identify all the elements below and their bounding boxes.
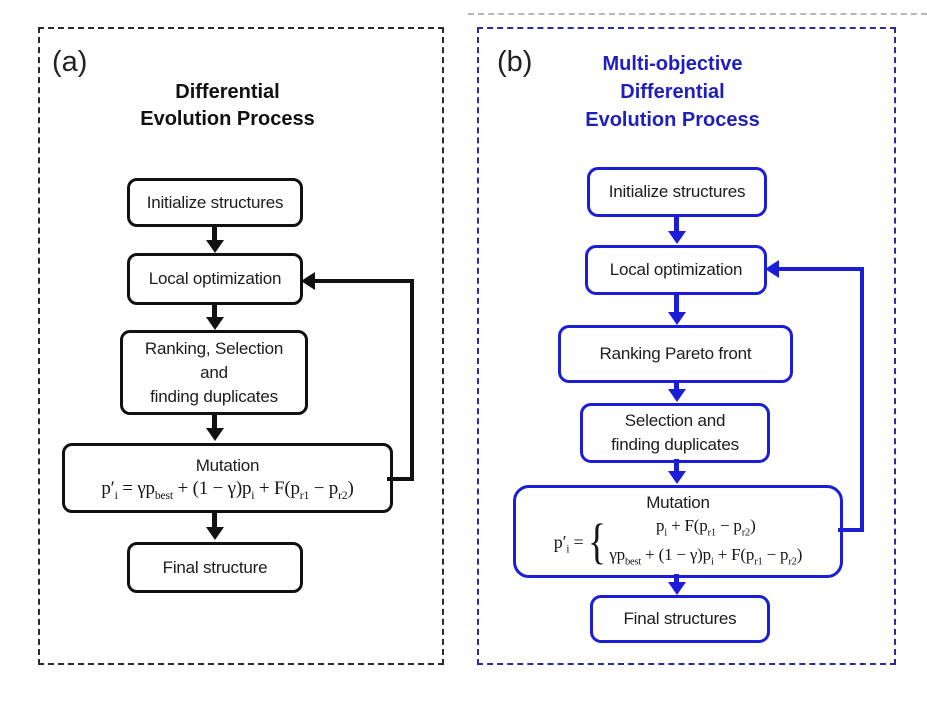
box-a-initialize-label: Initialize structures	[146, 192, 284, 212]
piecewise-case2: γpbest + (1 − γ)pi + F(pr1 − pr2)	[609, 544, 803, 567]
arrow-b3-stem	[674, 380, 679, 390]
box-b-selection: Selection and finding duplicates	[580, 403, 770, 463]
box-b-mutation-formula: p′i = { pi + F(pr1 − pr2) γpbest + (1 − …	[553, 513, 803, 572]
piecewise-cases: pi + F(pr1 − pr2) γpbest + (1 − γ)pi + F…	[609, 515, 802, 572]
box-b-final: Final structures	[590, 595, 770, 643]
box-a-mutation: Mutation p′i = γpbest + (1 − γ)pi + F(pr…	[62, 443, 393, 513]
panel-a-title-line2: Evolution Process	[140, 108, 315, 130]
arrow-b1-head-icon	[668, 231, 686, 244]
piecewise-prefix: p′i =	[553, 531, 584, 556]
box-b-mutation: Mutation p′i = { pi + F(pr1 − pr2) γpbes…	[513, 485, 843, 578]
box-a-mutation-title: Mutation	[195, 455, 260, 475]
box-a-ranking-line1: Ranking, Selection	[144, 338, 284, 358]
box-a-ranking: Ranking, Selection and finding duplicate…	[120, 330, 308, 415]
panel-b-frame	[477, 27, 896, 665]
panel-b-title-line3: Evolution Process	[585, 109, 760, 131]
box-b-local-optimization-label: Local optimization	[609, 260, 743, 279]
piecewise-brace: {	[587, 513, 606, 569]
arrow-a3-stem	[212, 413, 217, 429]
arrow-b1-stem	[674, 216, 679, 232]
box-a-final-label: Final structure	[162, 557, 268, 577]
box-b-ranking-label: Ranking Pareto front	[599, 344, 752, 363]
gray-dashed-line	[468, 13, 927, 15]
loop-b-right-segment	[860, 267, 864, 532]
box-a-ranking-line2: and	[200, 362, 228, 382]
loop-a-arrowhead-icon	[301, 272, 315, 290]
arrow-b5-head-icon	[668, 582, 686, 595]
panel-a-title: Differential Evolution Process	[115, 79, 340, 133]
box-b-selection-line2: finding duplicates	[611, 435, 739, 454]
arrow-a4-head-icon	[206, 527, 224, 540]
arrow-a4-stem	[212, 510, 217, 528]
arrow-b4-head-icon	[668, 471, 686, 484]
piecewise-case1: pi + F(pr1 − pr2)	[655, 516, 756, 539]
box-b-initialize-label: Initialize structures	[608, 182, 746, 201]
panel-b-label: (b)	[497, 46, 533, 78]
box-a-final: Final structure	[127, 542, 303, 593]
box-a-ranking-line3: finding duplicates	[150, 386, 278, 406]
box-a-local-optimization: Local optimization	[127, 253, 303, 305]
arrow-b3-head-icon	[668, 389, 686, 402]
loop-a-top-segment	[315, 279, 414, 283]
box-b-local-optimization: Local optimization	[585, 245, 767, 295]
arrow-a1-head-icon	[206, 240, 224, 253]
box-b-initialize: Initialize structures	[587, 167, 767, 217]
loop-a-bottom-segment	[387, 477, 414, 481]
box-b-mutation-title: Mutation	[646, 493, 710, 513]
arrow-a3-head-icon	[206, 428, 224, 441]
panel-a-label: (a)	[52, 46, 88, 78]
panel-b-title-line1: Multi-objective	[602, 53, 743, 75]
box-b-final-label: Final structures	[623, 609, 737, 628]
box-b-selection-line1: Selection and	[624, 411, 726, 430]
box-b-ranking: Ranking Pareto front	[558, 325, 793, 383]
box-a-initialize: Initialize structures	[127, 178, 303, 227]
arrow-b4-stem	[674, 459, 679, 472]
loop-b-top-segment	[779, 267, 864, 271]
arrow-b2-head-icon	[668, 312, 686, 325]
loop-b-arrowhead-icon	[765, 260, 779, 278]
loop-a-right-segment	[410, 279, 414, 481]
panel-a-title-line1: Differential	[175, 81, 280, 103]
arrow-a2-stem	[212, 304, 217, 318]
arrow-a1-stem	[212, 226, 217, 241]
box-a-local-optimization-label: Local optimization	[148, 269, 282, 288]
panel-b-title-line2: Differential	[620, 81, 725, 103]
arrow-b2-stem	[674, 294, 679, 313]
arrow-a2-head-icon	[206, 317, 224, 330]
panel-b-title: Multi-objective Differential Evolution P…	[565, 50, 780, 134]
box-a-mutation-formula: p′i = γpbest + (1 − γ)pi + F(pr1 − pr2)	[101, 477, 354, 502]
arrow-b5-stem	[674, 574, 679, 583]
panel-a-frame	[38, 27, 444, 665]
loop-b-bottom-segment	[838, 528, 864, 532]
